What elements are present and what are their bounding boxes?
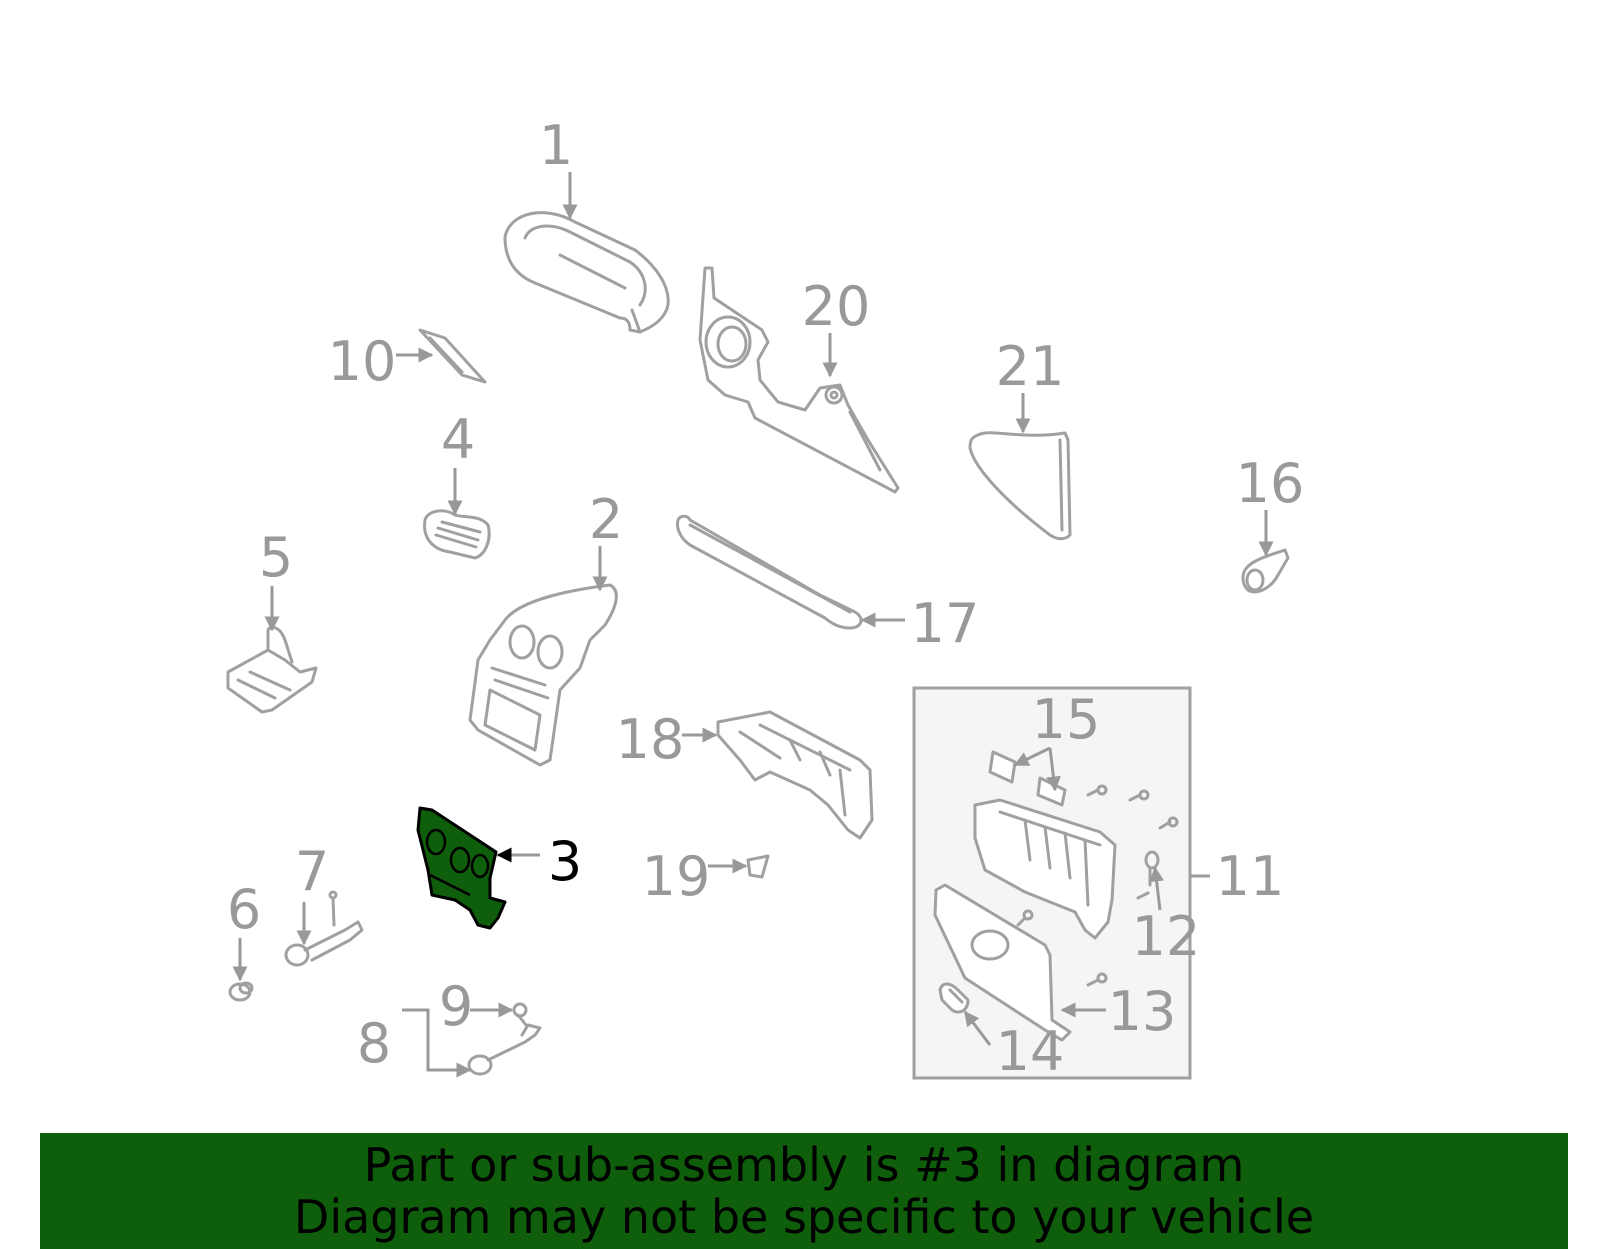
leader-15b: [1045, 747, 1061, 792]
callout-10: 10: [328, 330, 397, 393]
leader-12: [1149, 866, 1165, 911]
callout-16: 16: [1236, 452, 1305, 515]
part-21[interactable]: [968, 431, 1072, 541]
part-5[interactable]: [226, 625, 318, 714]
callout-2: 2: [589, 488, 623, 551]
callout-3: 3: [548, 830, 582, 893]
part-8[interactable]: [467, 1013, 542, 1076]
callout-1: 1: [539, 114, 573, 177]
part-20[interactable]: [698, 266, 900, 494]
part-4[interactable]: [423, 509, 491, 560]
part-9[interactable]: [512, 1002, 528, 1018]
part-16[interactable]: [1241, 548, 1290, 594]
info-banner: Part or sub-assembly is #3 in diagram Di…: [40, 1133, 1568, 1249]
callout-21: 21: [996, 335, 1065, 398]
callout-5: 5: [259, 526, 293, 589]
part-3-highlighted[interactable]: [416, 806, 507, 930]
part-10[interactable]: [418, 328, 487, 384]
banner-line-2: Diagram may not be specific to your vehi…: [293, 1190, 1315, 1244]
banner-line-1: Part or sub-assembly is #3 in diagram: [363, 1138, 1245, 1192]
callout-11: 11: [1216, 845, 1285, 908]
callout-9: 9: [439, 975, 473, 1038]
part-1[interactable]: [503, 211, 670, 334]
callout-20: 20: [802, 275, 871, 338]
part-6[interactable]: [228, 981, 254, 1002]
part-2[interactable]: [468, 583, 618, 767]
callout-18: 18: [616, 708, 685, 771]
callout-6: 6: [227, 878, 261, 941]
callout-15: 15: [1032, 688, 1101, 751]
part-11-glovebox-assembly[interactable]: [933, 750, 1179, 1042]
callout-19: 19: [642, 845, 711, 908]
callout-8: 8: [357, 1012, 391, 1075]
callout-14: 14: [996, 1020, 1065, 1083]
leader-8: [402, 1008, 472, 1078]
callout-17: 17: [911, 592, 980, 655]
callout-13: 13: [1108, 980, 1177, 1043]
callout-7: 7: [295, 840, 329, 903]
part-19[interactable]: [746, 854, 770, 879]
leader-14: [963, 1010, 992, 1046]
callout-4: 4: [441, 408, 475, 471]
leader-15a: [1013, 746, 1051, 767]
part-18[interactable]: [716, 710, 874, 840]
callout-12: 12: [1132, 905, 1201, 968]
part-17[interactable]: [676, 514, 863, 630]
